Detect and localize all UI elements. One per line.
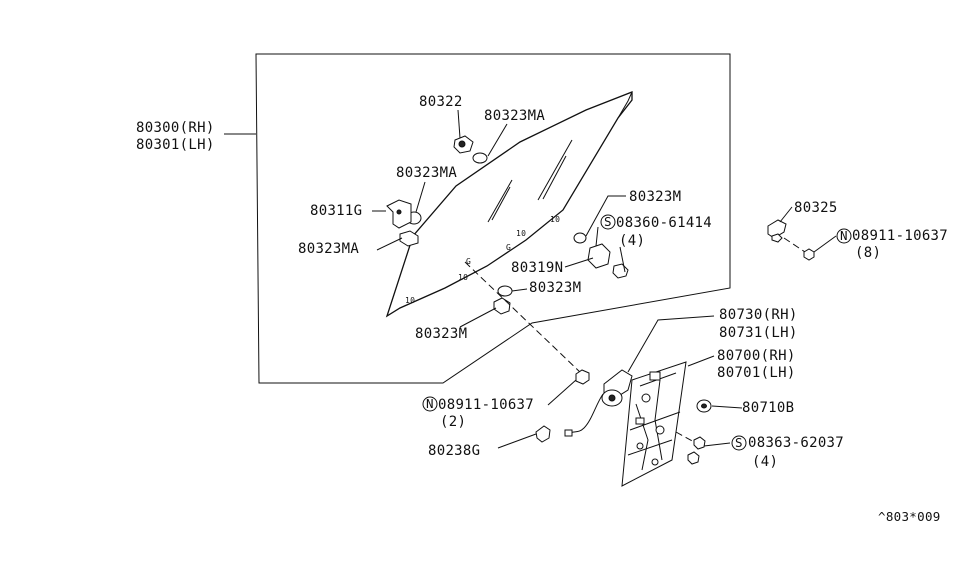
label-80325: 80325	[794, 200, 838, 216]
alignment-line	[464, 261, 583, 375]
fitting-80323ma-top	[472, 152, 488, 164]
s-marker-08360-glyph: S	[604, 214, 612, 229]
n-marker-08911-left-glyph: N	[426, 396, 434, 411]
label-80300-rh: 80300(RH)	[136, 120, 215, 136]
label-08360-61414: 08360-61414	[616, 215, 712, 231]
leader-lines	[224, 109, 837, 449]
label-80700-rh: 80700(RH)	[717, 348, 796, 364]
svg-text:10: 10	[405, 296, 415, 305]
n-marker-08911-right: N	[836, 228, 852, 244]
label-08360-qty: (4)	[619, 233, 645, 249]
s-marker-08363-glyph: S	[735, 435, 743, 450]
label-08363-qty: (4)	[752, 454, 778, 470]
label-80323m-low: 80323M	[415, 326, 467, 342]
label-08911-10637-right: 08911-10637	[852, 228, 948, 244]
bushing-80710b	[696, 399, 712, 413]
svg-text:10: 10	[458, 273, 468, 282]
svg-text:G: G	[506, 243, 511, 252]
fitting-80323m-mid	[497, 285, 513, 297]
label-80301-lh: 80301(LH)	[136, 137, 215, 153]
label-80323m-mid: 80323M	[529, 280, 581, 296]
label-80322: 80322	[419, 94, 463, 110]
screws-08363	[675, 431, 706, 465]
roller-80319n	[587, 243, 629, 279]
label-08911-left-qty: (2)	[440, 414, 466, 430]
clip-80238g	[535, 425, 551, 443]
bracket-80311g	[386, 199, 412, 229]
regulator-plate	[621, 361, 687, 487]
fitting-80322	[453, 135, 474, 154]
label-80323ma-mid: 80323MA	[396, 165, 457, 181]
nut-08911-left	[575, 369, 590, 385]
fitting-80323m-low	[493, 297, 511, 315]
label-80323m-right: 80323M	[629, 189, 681, 205]
s-marker-08363: S	[731, 435, 747, 451]
s-marker-08360: S	[600, 214, 616, 230]
footer-code: ^803*009	[878, 509, 941, 524]
fitting-80325	[767, 219, 815, 261]
label-80731-lh: 80731(LH)	[719, 325, 798, 341]
door-glass: 10 10 G 10 10 G	[385, 91, 633, 318]
svg-text:10: 10	[550, 215, 560, 224]
regulator-motor	[564, 369, 633, 437]
label-80710b: 80710B	[742, 400, 794, 416]
svg-text:10: 10	[516, 229, 526, 238]
label-80311g: 80311G	[310, 203, 362, 219]
label-08363-62037: 08363-62037	[748, 435, 844, 451]
label-80730-rh: 80730(RH)	[719, 307, 798, 323]
fitting-80323ma-low	[399, 230, 419, 247]
label-80701-lh: 80701(LH)	[717, 365, 796, 381]
label-80319n: 80319N	[511, 260, 563, 276]
label-80238g: 80238G	[428, 443, 480, 459]
label-80323ma-low: 80323MA	[298, 241, 359, 257]
label-08911-right-qty: (8)	[855, 245, 881, 261]
glass-group-frame	[255, 53, 731, 384]
label-08911-10637-left: 08911-10637	[438, 397, 534, 413]
n-marker-08911-right-glyph: N	[840, 228, 848, 243]
fitting-80323m-right	[573, 232, 587, 244]
svg-text:G: G	[466, 257, 471, 266]
label-80323ma-top: 80323MA	[484, 108, 545, 124]
n-marker-08911-left: N	[422, 396, 438, 412]
